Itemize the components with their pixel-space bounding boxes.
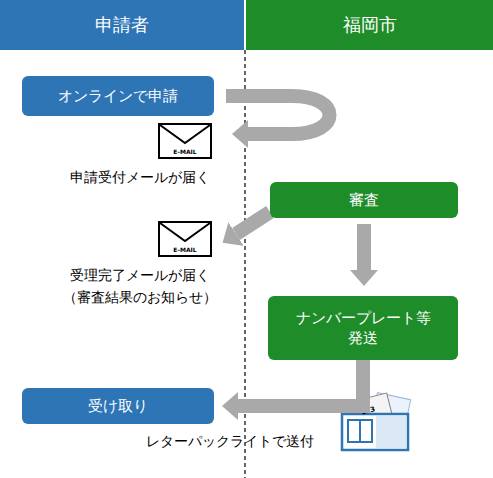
lane-divider	[244, 50, 245, 478]
envelope-body	[159, 222, 211, 256]
parcel-window	[348, 420, 372, 442]
parcel-side	[376, 416, 406, 448]
lane-header: 申請者	[0, 0, 244, 50]
envelope-body	[159, 124, 211, 158]
node-label: 福岡市	[343, 13, 397, 37]
parcel-illustration	[342, 393, 411, 450]
note-text: 受理完了メールが届く	[70, 267, 210, 285]
node-label: 審査	[349, 190, 379, 210]
process-box: 受け取り	[22, 388, 214, 424]
envelope-text: E-MAIL	[173, 246, 196, 253]
flow-arrow	[238, 360, 363, 406]
notify-arrow	[236, 212, 270, 234]
note-text: （審査結果のお知らせ）	[63, 289, 217, 307]
envelope-flap	[160, 223, 210, 241]
envelope-icon	[159, 222, 211, 256]
edge-label: レターパックライトで送付	[146, 433, 314, 451]
plate-number: 123	[360, 405, 376, 416]
node-label: 申請者	[95, 13, 149, 37]
process-box: 審査	[270, 182, 458, 218]
number-plate	[344, 393, 392, 425]
paper-sheet	[373, 393, 410, 420]
node-label: 受け取り	[88, 396, 148, 416]
lane-header: 福岡市	[246, 0, 493, 50]
process-box: ナンバープレート等 発送	[268, 296, 458, 360]
process-box: オンラインで申請	[22, 76, 214, 116]
node-label: ナンバープレート等 発送	[288, 308, 438, 349]
envelope-text: E-MAIL	[173, 148, 196, 155]
return-arrow	[226, 96, 330, 134]
envelope-icon	[159, 124, 211, 158]
parcel-box	[342, 414, 408, 450]
parcel-window-bar	[359, 420, 361, 442]
envelope-flap	[160, 125, 210, 143]
node-label: オンラインで申請	[58, 86, 178, 106]
flow-arrow	[357, 224, 371, 270]
note-text: 申請受付メールが届く	[70, 169, 210, 187]
